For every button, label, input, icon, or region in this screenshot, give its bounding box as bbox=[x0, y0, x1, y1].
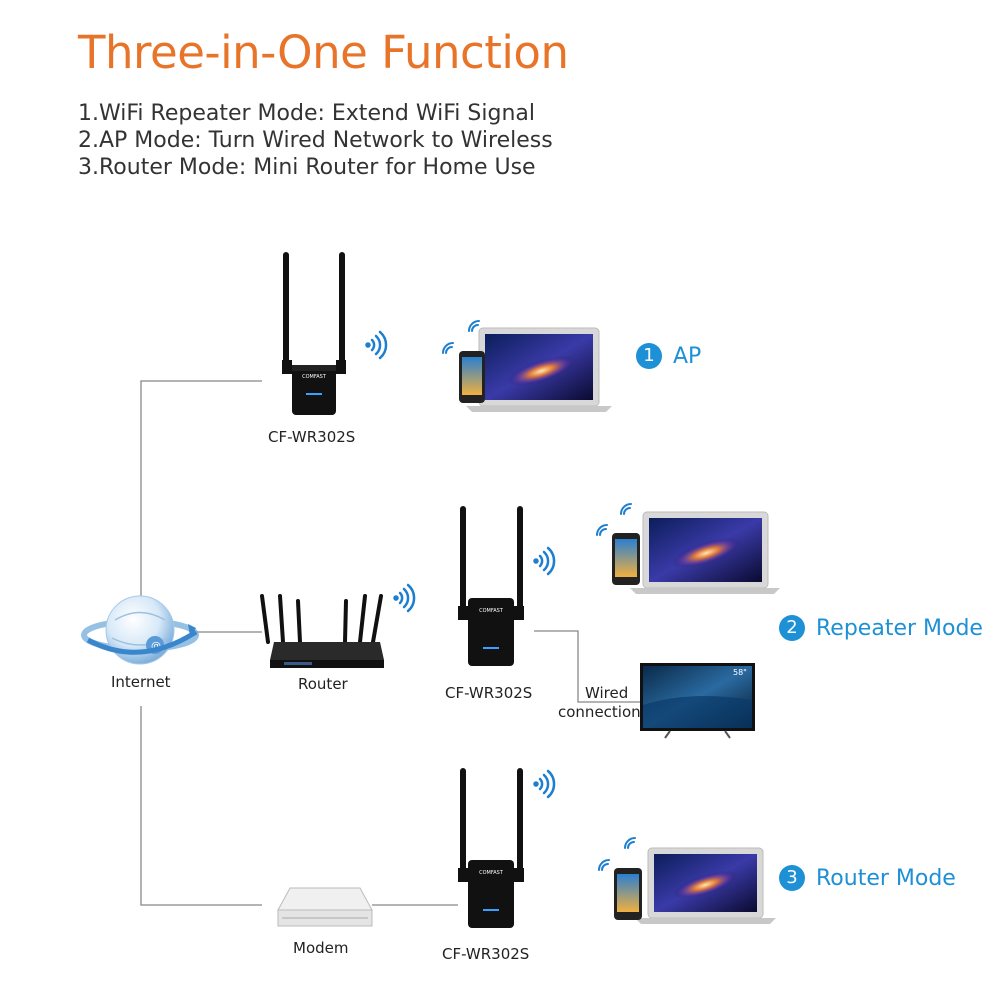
device-label-router: CF-WR302S bbox=[442, 945, 530, 963]
mode-name: AP bbox=[673, 343, 702, 369]
extender-repeater-device: COMFAST bbox=[458, 506, 524, 666]
mode-label-router: 3 Router Mode bbox=[779, 865, 956, 891]
extender-router-brand: COMFAST bbox=[479, 870, 504, 876]
laptop-phone-router bbox=[598, 837, 776, 924]
laptop-phone-repeater bbox=[596, 503, 780, 594]
extender-router-device: COMFAST bbox=[458, 768, 524, 928]
mode-label-repeater: 2 Repeater Mode bbox=[779, 615, 983, 641]
mode-number-badge: 1 bbox=[636, 343, 662, 369]
line-wired-to-tv bbox=[534, 630, 640, 703]
svg-text:@: @ bbox=[151, 641, 161, 652]
mode-line-router: 3.Router Mode: Mini Router for Home Use bbox=[78, 155, 536, 180]
internet-globe-icon: @ bbox=[81, 595, 199, 665]
extender-ap-brand: COMFAST bbox=[302, 374, 327, 380]
television-icon: 58" bbox=[640, 663, 755, 739]
tv-size-label: 58" bbox=[733, 668, 747, 677]
line-internet-to-modem bbox=[140, 706, 262, 906]
wired-label-line1: Wired bbox=[585, 684, 629, 702]
line-internet-to-ap bbox=[140, 380, 262, 600]
mode-line-repeater: 1.WiFi Repeater Mode: Extend WiFi Signal bbox=[78, 101, 535, 126]
laptop-phone-ap bbox=[442, 320, 612, 412]
router-label: Router bbox=[298, 675, 348, 693]
wired-label-line2: connection bbox=[558, 703, 641, 721]
mode-label-ap: 1 AP bbox=[636, 343, 701, 369]
extender-ap-device: COMFAST bbox=[282, 252, 346, 415]
device-label-ap: CF-WR302S bbox=[268, 428, 356, 446]
router-icon bbox=[260, 594, 384, 668]
wifi-signal-icon bbox=[365, 330, 556, 799]
device-label-repeater: CF-WR302S bbox=[445, 684, 533, 702]
extender-repeater-brand: COMFAST bbox=[479, 608, 504, 614]
modem-icon bbox=[277, 887, 373, 927]
mode-line-ap: 2.AP Mode: Turn Wired Network to Wireles… bbox=[78, 128, 553, 153]
mode-number-badge: 3 bbox=[779, 865, 805, 891]
mode-name: Router Mode bbox=[816, 865, 956, 891]
mode-name: Repeater Mode bbox=[816, 615, 983, 641]
page-title: Three-in-One Function bbox=[78, 26, 569, 79]
mode-number-badge: 2 bbox=[779, 615, 805, 641]
internet-label: Internet bbox=[111, 673, 171, 691]
mode-list: 1.WiFi Repeater Mode: Extend WiFi Signal… bbox=[78, 100, 553, 181]
connection-lines bbox=[140, 380, 640, 906]
modem-label: Modem bbox=[293, 939, 349, 957]
